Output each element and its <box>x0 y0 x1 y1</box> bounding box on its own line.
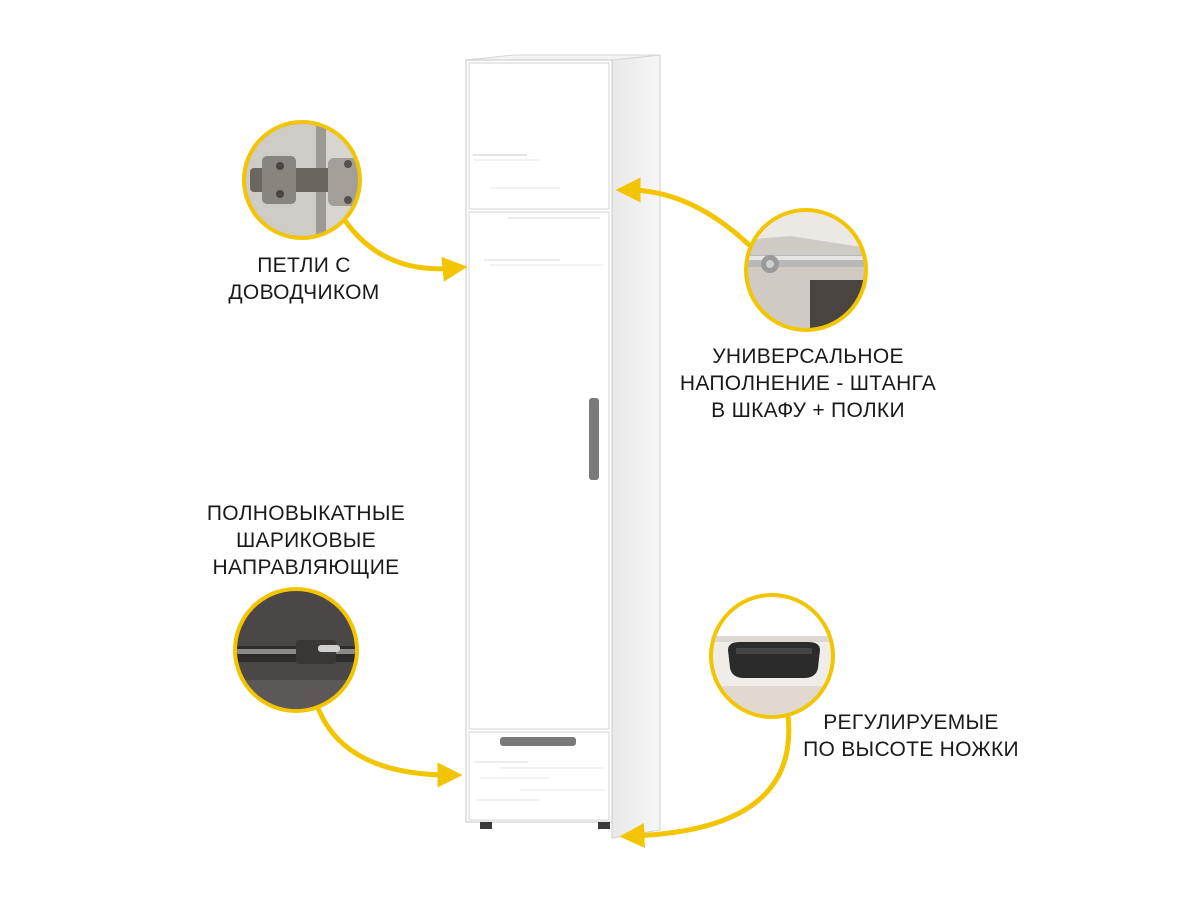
cabinet-foot-right <box>598 822 610 829</box>
leg-callout-photo <box>709 593 835 719</box>
upper-door <box>468 62 610 210</box>
cabinet-foot-left <box>480 822 492 829</box>
hinge-callout-photo <box>242 120 362 240</box>
arrow-legs <box>619 713 792 849</box>
filling-label: УНИВЕРСАЛЬНОЕ НАПОЛНЕНИЕ - ШТАНГА В ШКАФ… <box>679 345 937 422</box>
drawer-front <box>468 731 610 821</box>
ball-slide-callout-photo <box>233 587 359 713</box>
drawer-handle <box>500 737 576 746</box>
legs-label: РЕГУЛИРУЕМЫЕ ПО ВЫСОТЕ НОЖКИ <box>803 711 1019 761</box>
arrow-hinge <box>343 219 468 282</box>
door-handle <box>589 398 599 480</box>
callout-arrows <box>315 177 792 849</box>
wardrobe-cabinet <box>465 54 661 839</box>
arrow-filling <box>615 177 751 247</box>
hinges-label: ПЕТЛИ С ДОВОДЧИКОМ <box>228 254 380 304</box>
rod-callout-photo <box>744 208 868 332</box>
arrow-slides <box>315 705 463 788</box>
main-door <box>468 211 610 730</box>
slides-label: ПОЛНОВЫКАТНЫЕ ШАРИКОВЫЕ НАПРАВЛЯЮЩИЕ <box>206 502 406 579</box>
